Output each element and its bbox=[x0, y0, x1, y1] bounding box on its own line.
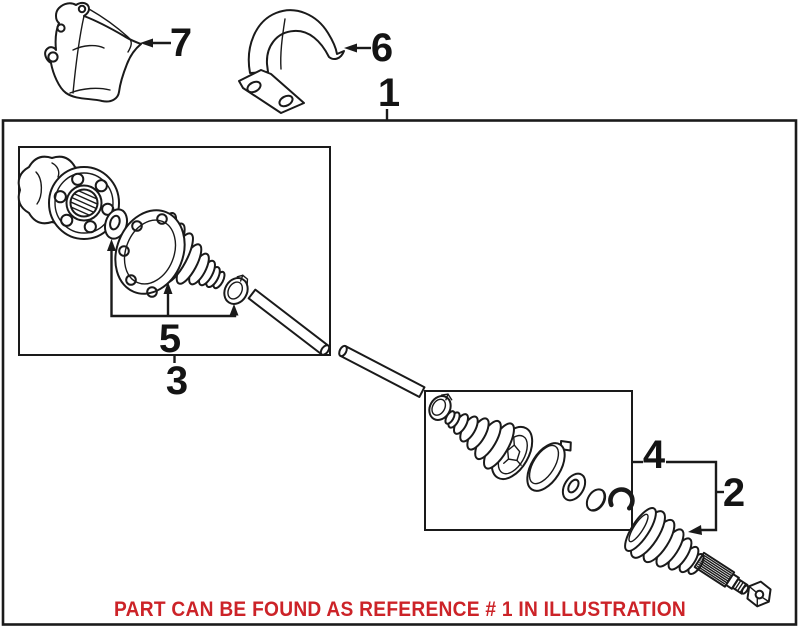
callout-4-label: 4 bbox=[643, 433, 666, 477]
axle-shaft-upper bbox=[247, 288, 331, 356]
callout-3-label: 3 bbox=[166, 359, 188, 403]
boot-clamp-inner bbox=[223, 274, 249, 305]
callout-1-label: 1 bbox=[378, 71, 400, 115]
mount-bracket-part bbox=[238, 9, 345, 114]
callout-7: 7 bbox=[140, 21, 192, 65]
axle-shaft-lower bbox=[338, 344, 426, 398]
callout-2: 2 bbox=[716, 471, 745, 515]
wheel-flange bbox=[17, 155, 120, 240]
outer-boot-kit-frame bbox=[424, 390, 633, 531]
stub-axle bbox=[693, 551, 750, 595]
callout-5-label: 5 bbox=[159, 317, 181, 361]
arrowhead-left-icon bbox=[688, 525, 702, 535]
callout-6: 6 bbox=[344, 26, 393, 70]
arrowhead-up-icon bbox=[107, 239, 116, 251]
snap-ring bbox=[608, 487, 635, 511]
arrowhead-up-icon bbox=[229, 304, 239, 316]
arrowhead-left-icon bbox=[140, 38, 153, 48]
seal-ring bbox=[103, 208, 129, 240]
callout-7-label: 7 bbox=[170, 21, 192, 65]
heat-shield-part bbox=[44, 1, 142, 103]
arrowhead-up-icon bbox=[163, 282, 173, 294]
outer-boot bbox=[444, 410, 515, 470]
callout-6-label: 6 bbox=[371, 26, 393, 70]
callout-1: 1 bbox=[378, 71, 400, 120]
joint-cap bbox=[585, 488, 607, 512]
callout-2-label: 2 bbox=[723, 471, 745, 515]
illustration-frame bbox=[1, 119, 798, 626]
spline-hatch-icon bbox=[69, 188, 99, 218]
boot-clamp-outer-kit bbox=[428, 393, 453, 421]
arrowhead-left-icon bbox=[344, 43, 357, 53]
inner-cv-joint-boot bbox=[114, 209, 226, 298]
callout-3: 3 bbox=[166, 356, 188, 403]
inner-joint-kit-frame bbox=[18, 146, 331, 356]
washer bbox=[561, 472, 587, 502]
axle-nut bbox=[746, 580, 772, 608]
callout-4: 4 bbox=[632, 433, 718, 535]
reference-note: PART CAN BE FOUND AS REFERENCE # 1 IN IL… bbox=[114, 597, 686, 621]
callout-5: 5 bbox=[107, 239, 239, 361]
bearing-race bbox=[526, 440, 572, 492]
